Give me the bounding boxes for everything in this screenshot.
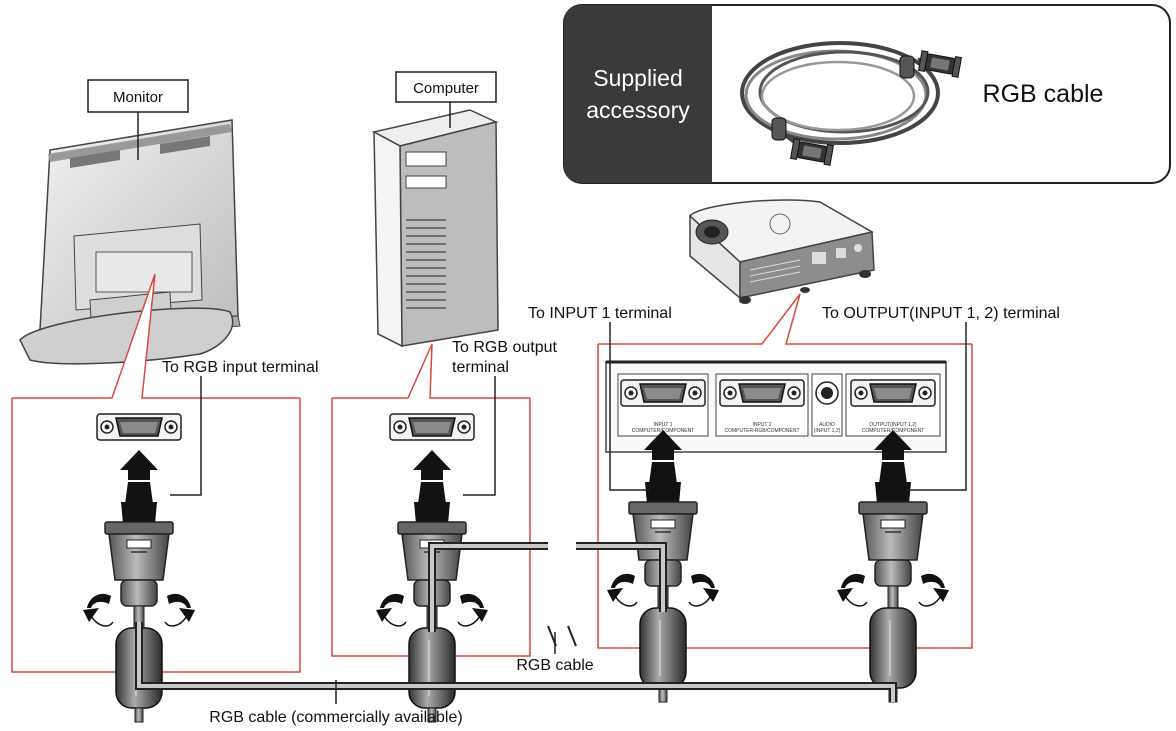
label-to-rgb-input-terminal: To RGB input terminal [162, 359, 319, 376]
supplied-rgb-cable [428, 542, 667, 647]
output-port [850, 379, 936, 407]
audio-panel-sublabel: (INPUT 1,2) [814, 428, 841, 434]
label-to-rgb-output-terminal-line1: To RGB output [452, 339, 558, 356]
monitor-label: Monitor [113, 89, 163, 106]
input1-panel-label: INPUT 1 [653, 422, 672, 428]
computer-illustration: Computer [371, 71, 499, 348]
monitor-illustration: Monitor [19, 79, 241, 365]
computer-rgb-output-port [389, 413, 475, 441]
projector-illustration [688, 199, 875, 304]
insert-arrow-icon [120, 450, 158, 480]
monitor-label-box [87, 79, 189, 113]
label-to-input1-terminal: To INPUT 1 terminal [528, 305, 672, 322]
input2-panel-label: INPUT 2 [752, 422, 771, 428]
accessory-item-label: RGB cable [983, 80, 1104, 108]
insert-arrow-icon [644, 430, 682, 460]
insert-arrow-icon [413, 450, 451, 480]
label-rgb-cable: RGB cable [516, 657, 593, 674]
computer-label: Computer [413, 80, 479, 97]
leader-lines [170, 322, 967, 704]
coiled-rgb-cable-icon [740, 41, 962, 166]
label-rgb-cable-commercial: RGB cable (commercially available) [209, 709, 462, 726]
output-panel-label: OUTPUT(INPUT 1,2) [869, 422, 916, 428]
supplied-accessory-box: Supplied accessory RGB cable [563, 4, 1171, 184]
audio-jack [815, 381, 839, 405]
label-to-rgb-output-terminal-line2: terminal [452, 359, 509, 376]
audio-panel-label: AUDIO [819, 422, 835, 428]
accessory-header-panel [564, 5, 712, 183]
insert-arrow-icon [874, 430, 912, 460]
computer-label-box [395, 71, 497, 103]
input2-panel-sublabel: COMPUTER-RGB/COMPONENT [725, 428, 800, 434]
insert-arrow-icons [120, 430, 912, 480]
monitor-rgb-input-port [96, 413, 182, 441]
accessory-heading-line1: Supplied [593, 65, 683, 91]
callout-projector [597, 293, 973, 649]
label-to-output-terminal: To OUTPUT(INPUT 1, 2) terminal [822, 305, 1060, 322]
input1-port [620, 379, 706, 407]
accessory-heading-line2: accessory [586, 97, 690, 123]
input2-port [719, 379, 805, 407]
output-cable-plug [836, 461, 950, 703]
commercial-rgb-cable [135, 622, 897, 702]
